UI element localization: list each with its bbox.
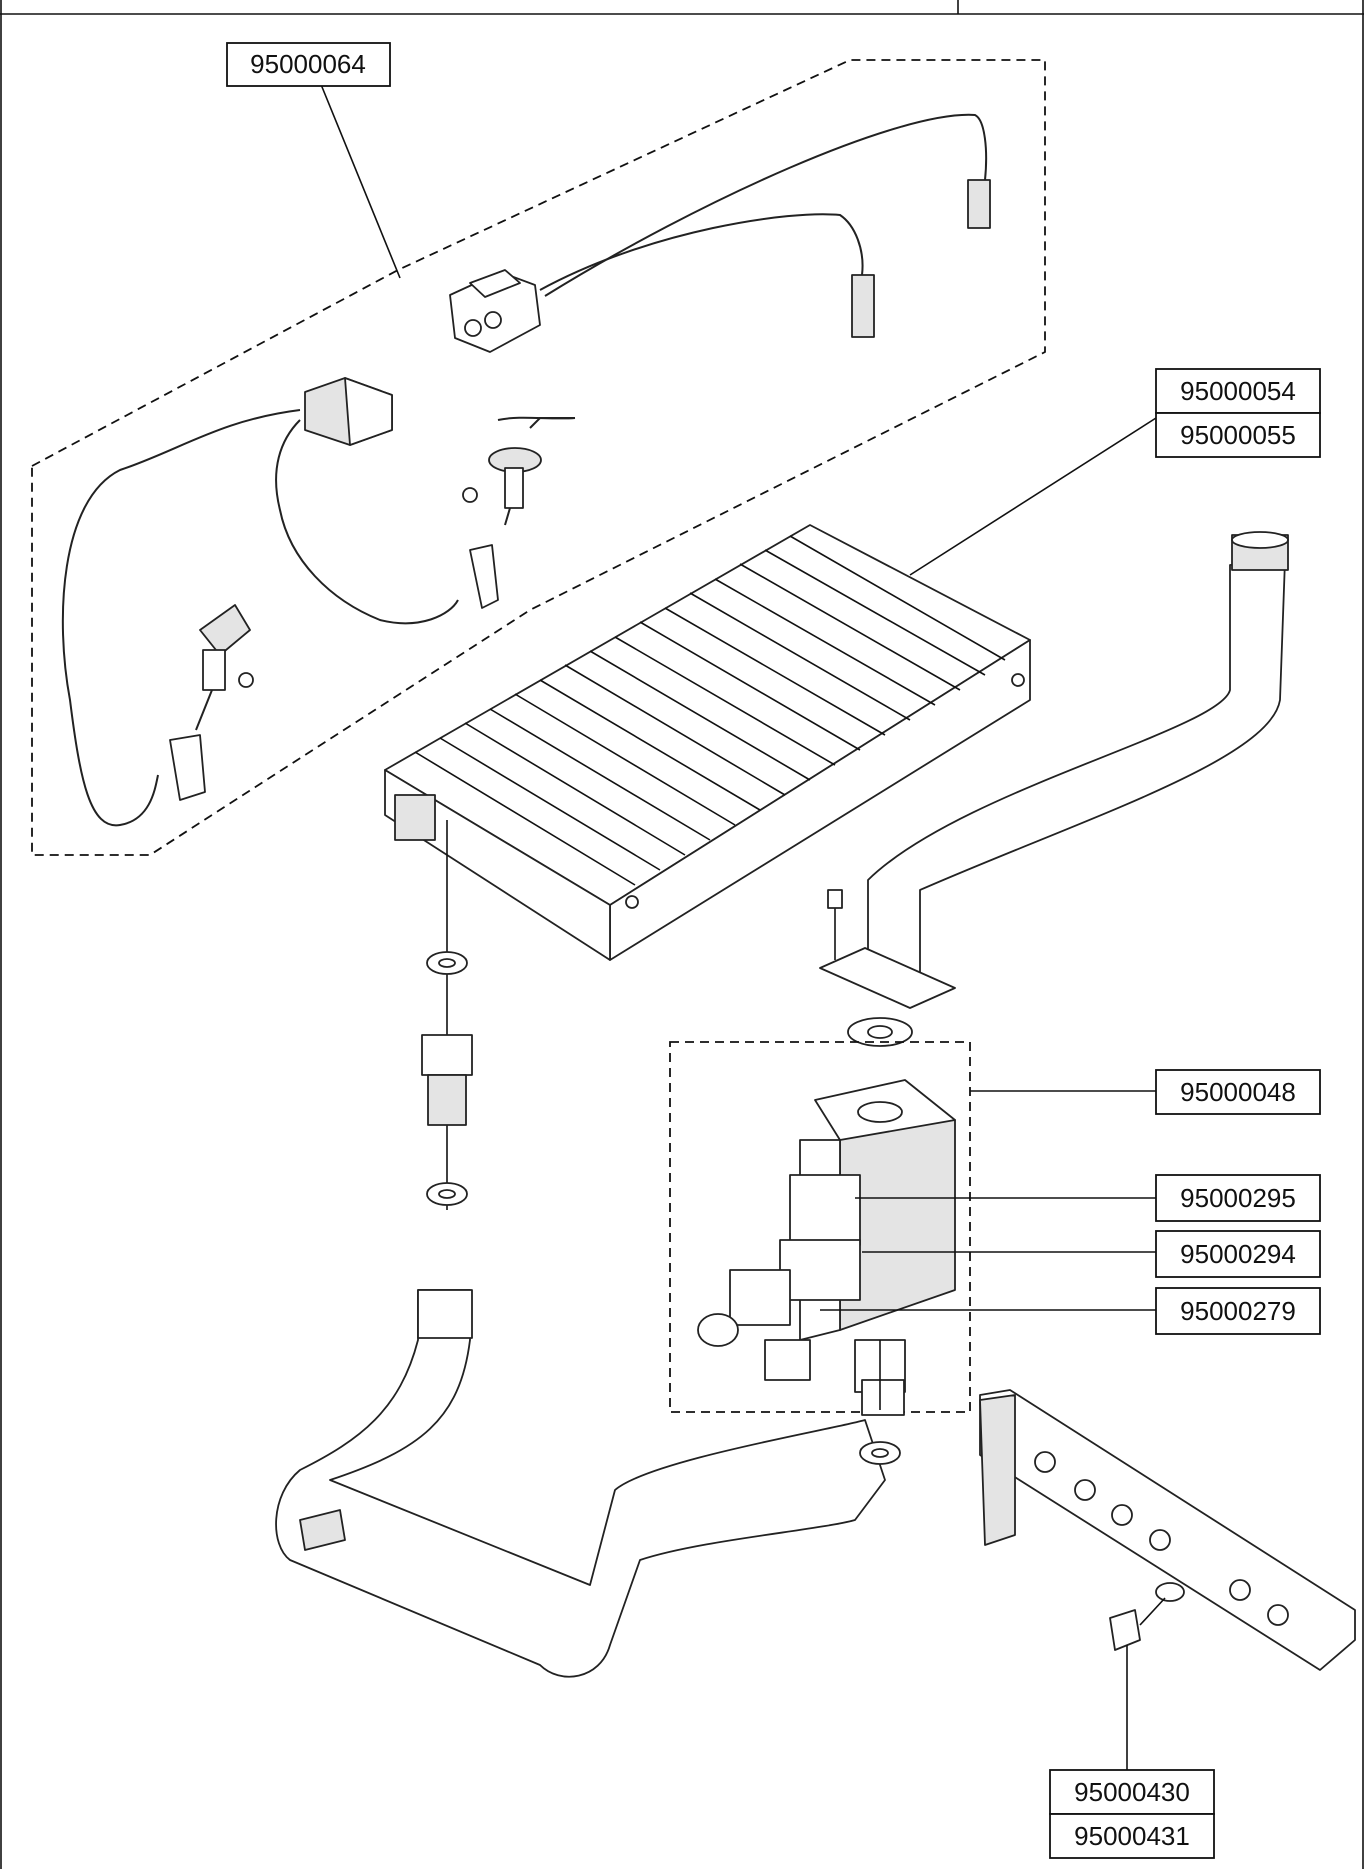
gas-valve-dashed-outline <box>669 1041 971 1413</box>
label-text-95000054: 95000054 <box>1180 376 1296 406</box>
threaded-adapter <box>427 1074 467 1126</box>
union-nut <box>421 1034 473 1076</box>
valve-outlet <box>861 1379 905 1416</box>
label-text-95000295: 95000295 <box>1180 1183 1296 1213</box>
harness-connector-large <box>449 269 541 353</box>
injector-manifold <box>979 1389 1356 1671</box>
label-operator: 95000279 <box>1155 1287 1321 1335</box>
leader-lines <box>319 81 1157 1770</box>
label-coil-upper: 95000295 <box>1155 1174 1321 1222</box>
burner-end-box <box>394 794 436 841</box>
burner-assembly <box>384 524 1031 961</box>
label-coil-lower: 95000294 <box>1155 1230 1321 1278</box>
ignition-electrode-right <box>462 417 575 609</box>
pipe-nut-left <box>417 1289 473 1339</box>
harness-dashed-outline <box>31 59 1046 856</box>
label-text-95000431: 95000431 <box>1074 1821 1190 1851</box>
coil-upper <box>789 1174 861 1246</box>
label-text-95000055: 95000055 <box>1180 420 1296 450</box>
injector-nozzle <box>1109 1609 1141 1651</box>
label-text-95000294: 95000294 <box>1180 1239 1296 1269</box>
valve-operator <box>729 1269 791 1326</box>
gas-valve-group <box>669 1041 971 1465</box>
harness-connector-small <box>304 377 393 446</box>
label-ignition-harness: 95000064 <box>226 42 391 87</box>
spade-terminal-2 <box>851 274 875 338</box>
label-text-95000279: 95000279 <box>1180 1296 1296 1326</box>
spade-terminal-1 <box>967 179 991 229</box>
label-text-95000064: 95000064 <box>250 49 366 79</box>
injector-washer <box>1155 1582 1185 1602</box>
manifold-bracket <box>979 1394 1016 1546</box>
ignition-harness-group <box>31 59 1046 856</box>
label-burner: 95000054 95000055 <box>1155 368 1321 458</box>
label-text-95000430: 95000430 <box>1074 1777 1190 1807</box>
label-text-95000048: 95000048 <box>1180 1077 1296 1107</box>
pipe-end-nipple <box>299 1509 346 1551</box>
coil-lower <box>779 1239 861 1301</box>
left-fittings-stack <box>421 820 473 1210</box>
ignition-electrode-left <box>169 604 254 801</box>
pipe-flange <box>819 889 956 1009</box>
burner-blade-lines <box>414 535 1006 886</box>
label-injector: 95000430 95000431 <box>1049 1769 1215 1859</box>
label-gas-valve: 95000048 <box>1155 1069 1321 1115</box>
